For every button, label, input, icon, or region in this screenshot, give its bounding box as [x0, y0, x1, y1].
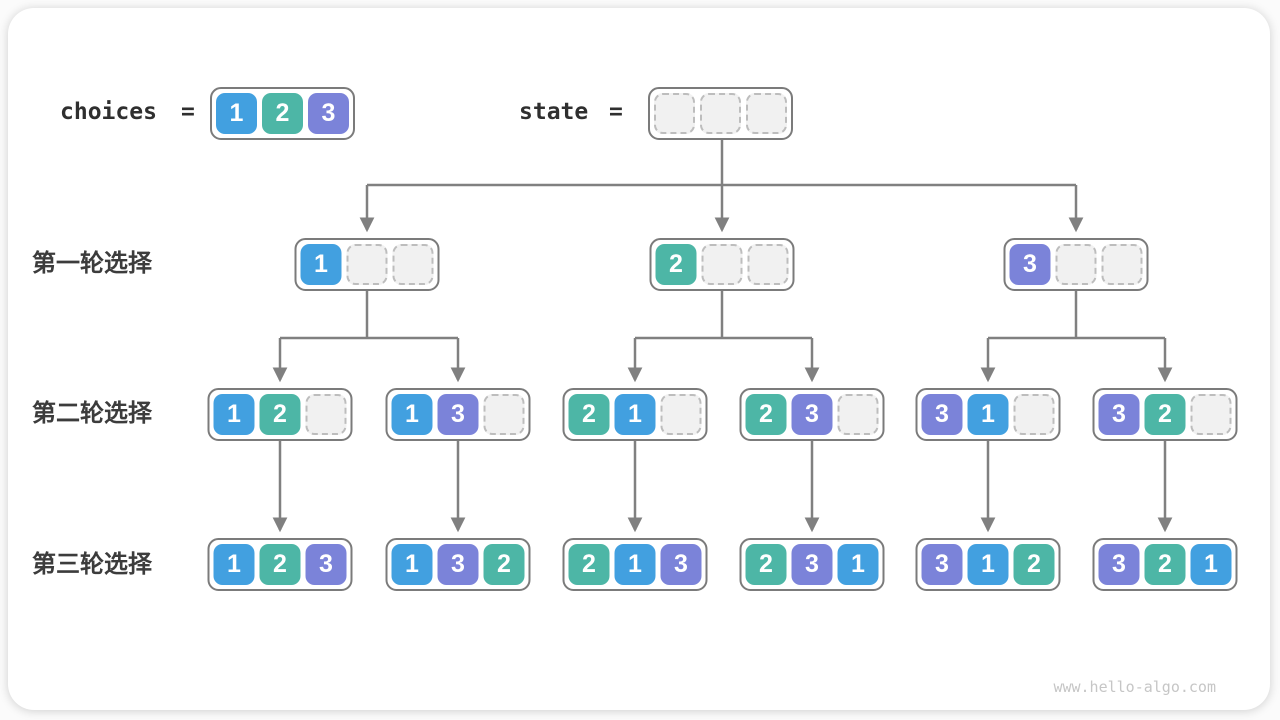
empty-slot	[654, 93, 695, 134]
choice-cell: 1	[300, 244, 342, 285]
choice-cell: 2	[259, 544, 301, 585]
equals-sign: =	[609, 99, 623, 125]
choice-cell: 3	[305, 544, 347, 585]
row-label-round-3: 第三轮选择	[32, 551, 152, 578]
empty-slot	[1055, 244, 1097, 285]
choice-cell: 1	[614, 544, 656, 585]
choice-cell: 1	[213, 394, 255, 435]
choice-cell: 1	[967, 544, 1009, 585]
empty-slot	[305, 394, 347, 435]
choice-cell: 1	[614, 394, 656, 435]
empty-slot	[392, 244, 434, 285]
choice-cell: 3	[660, 544, 702, 585]
choice-cell: 2	[568, 544, 610, 585]
choice-cell: 2	[745, 544, 787, 585]
choice-cell: 2	[1144, 544, 1186, 585]
choice-cell: 1	[837, 544, 879, 585]
choice-cell: 3	[791, 394, 833, 435]
state-node: 3	[1003, 238, 1149, 291]
choice-cell: 2	[483, 544, 525, 585]
empty-slot	[700, 93, 741, 134]
choice-cell: 3	[437, 394, 479, 435]
empty-slot	[837, 394, 879, 435]
choice-cell: 2	[259, 394, 301, 435]
choice-cell: 3	[1009, 244, 1051, 285]
choice-cell: 1	[391, 394, 433, 435]
choice-cell: 3	[921, 394, 963, 435]
empty-slot	[346, 244, 388, 285]
choice-cell: 3	[921, 544, 963, 585]
choice-cell: 1	[216, 93, 257, 134]
empty-slot	[746, 93, 787, 134]
empty-slot	[483, 394, 525, 435]
empty-slot	[1190, 394, 1232, 435]
choice-cell: 2	[262, 93, 303, 134]
choice-cell: 1	[391, 544, 433, 585]
choice-cell: 3	[1098, 394, 1140, 435]
empty-slot	[1013, 394, 1055, 435]
choice-cell: 3	[1098, 544, 1140, 585]
empty-slot	[660, 394, 702, 435]
choice-cell: 1	[213, 544, 255, 585]
row-label-round-1: 第一轮选择	[32, 250, 152, 277]
choice-cell: 3	[791, 544, 833, 585]
choice-cell: 2	[745, 394, 787, 435]
choice-cell: 1	[967, 394, 1009, 435]
state-box	[648, 87, 793, 140]
choices-label: choices	[60, 99, 157, 125]
choice-cell: 2	[1013, 544, 1055, 585]
choice-cell: 1	[1190, 544, 1232, 585]
choice-cell: 2	[1144, 394, 1186, 435]
state-label: state	[519, 99, 589, 125]
choice-cell: 3	[308, 93, 349, 134]
choice-cell: 3	[437, 544, 479, 585]
watermark: www.hello-algo.com	[1053, 678, 1216, 696]
state-node: 1	[294, 238, 440, 291]
choice-cell: 2	[655, 244, 697, 285]
empty-slot	[1101, 244, 1143, 285]
equals-sign: =	[181, 99, 195, 125]
state-node: 2	[649, 238, 795, 291]
row-label-round-2: 第二轮选择	[32, 400, 152, 427]
choice-cell: 2	[568, 394, 610, 435]
empty-slot	[747, 244, 789, 285]
empty-slot	[701, 244, 743, 285]
